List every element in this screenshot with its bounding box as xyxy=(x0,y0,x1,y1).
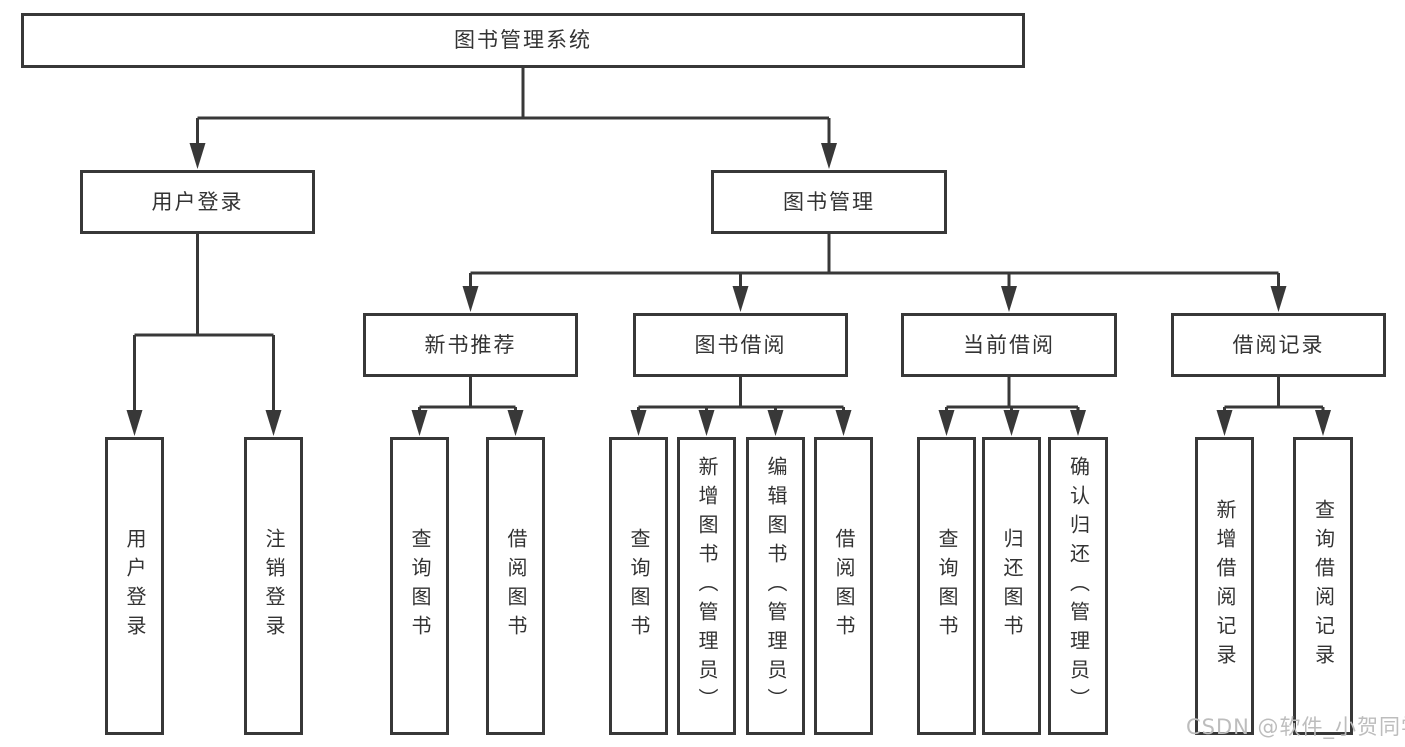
node-library-system: 图书管理系统 xyxy=(21,13,1025,68)
leaf-query-books-current: 查询图书 xyxy=(917,437,976,735)
leaf-query-books-recommend: 查询图书 xyxy=(390,437,449,735)
csdn-watermark: CSDN @软件_小贺同学 xyxy=(1186,715,1405,739)
arrow-down-icon xyxy=(732,286,749,312)
node-current-borrowing: 当前借阅 xyxy=(901,313,1117,377)
node-user-login: 用户登录 xyxy=(80,170,315,234)
arrow-down-icon xyxy=(835,410,852,436)
node-book-management: 图书管理 xyxy=(711,170,947,234)
node-new-book-recommend: 新书推荐 xyxy=(363,313,578,377)
leaf-confirm-return-admin: 确认归还（管理员） xyxy=(1048,437,1108,735)
arrow-down-icon xyxy=(507,410,524,436)
arrow-down-icon xyxy=(265,410,282,436)
arrow-down-icon xyxy=(630,410,647,436)
arrow-down-icon xyxy=(767,410,784,436)
connector-user-login xyxy=(126,234,282,436)
leaf-borrow-books-recommend: 借阅图书 xyxy=(486,437,545,735)
leaf-edit-book-admin: 编辑图书（管理员） xyxy=(746,437,805,735)
leaf-add-borrow-record: 新增借阅记录 xyxy=(1195,437,1254,735)
arrow-down-icon xyxy=(938,410,955,436)
arrow-down-icon xyxy=(411,410,428,436)
connector-root xyxy=(189,68,837,169)
leaf-user-login: 用户登录 xyxy=(105,437,164,735)
leaf-borrow-books-borrowing: 借阅图书 xyxy=(814,437,873,735)
node-borrowing-records: 借阅记录 xyxy=(1171,313,1386,377)
arrow-down-icon xyxy=(1070,410,1086,436)
connector-current-borrowing xyxy=(938,377,1086,436)
arrow-down-icon xyxy=(126,410,143,436)
arrow-down-icon xyxy=(462,286,479,312)
arrow-down-icon xyxy=(1270,286,1287,312)
connector-new-book-recommend xyxy=(411,377,524,436)
arrow-down-icon xyxy=(189,143,206,169)
node-book-borrowing: 图书借阅 xyxy=(633,313,848,377)
arrow-down-icon xyxy=(1001,286,1017,312)
leaf-add-book-admin: 新增图书（管理员） xyxy=(677,437,736,735)
arrow-down-icon xyxy=(1003,410,1020,436)
arrow-down-icon xyxy=(698,410,715,436)
connector-book-management xyxy=(462,234,1287,312)
arrow-down-icon xyxy=(1315,410,1331,436)
leaf-query-borrow-record: 查询借阅记录 xyxy=(1293,437,1353,735)
leaf-logout: 注销登录 xyxy=(244,437,303,735)
leaf-return-books: 归还图书 xyxy=(982,437,1041,735)
arrow-down-icon xyxy=(821,143,837,169)
connector-borrowing-records xyxy=(1216,377,1331,436)
arrow-down-icon xyxy=(1216,410,1233,436)
leaf-query-books-borrowing: 查询图书 xyxy=(609,437,668,735)
connector-book-borrowing xyxy=(630,377,852,436)
